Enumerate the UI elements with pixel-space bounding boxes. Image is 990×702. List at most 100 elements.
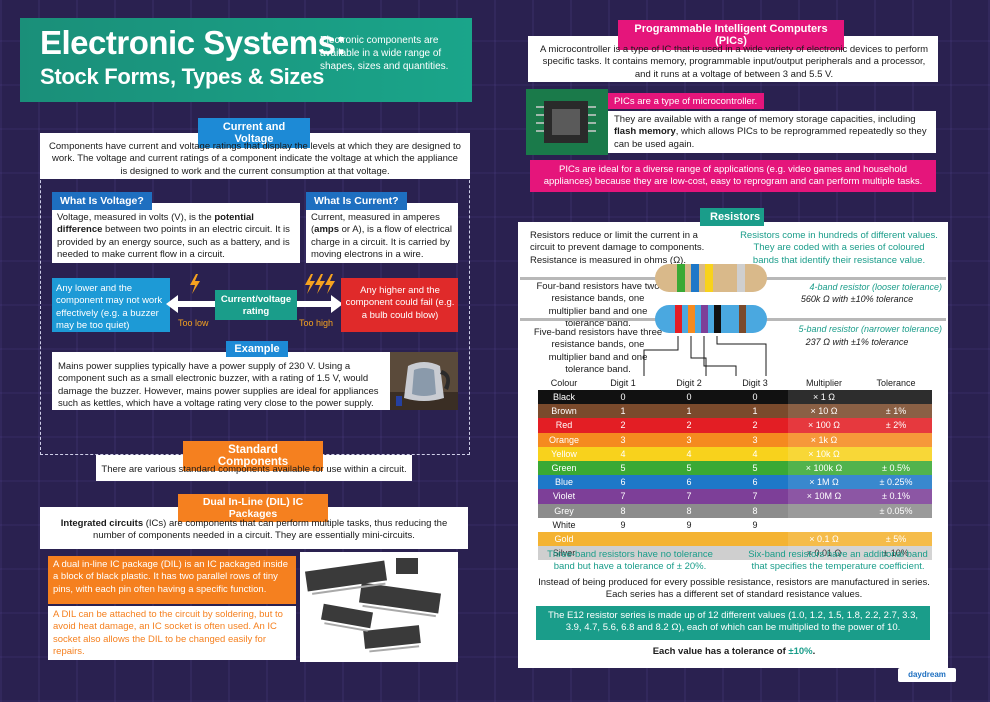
voltage-panel: [52, 203, 300, 263]
standard-components-tag: Standard Components: [183, 441, 323, 471]
table-row: Silver× 0.01 Ω± 10%: [538, 546, 932, 561]
table-cell: ± 2%: [860, 418, 932, 433]
dil-intro: Integrated circuits (ICs) are components…: [50, 518, 458, 543]
kettle-image: [390, 352, 458, 410]
lightning-icon: [190, 274, 200, 294]
table-row: Gold × 0.1 Ω± 5%: [538, 531, 932, 547]
table-cell: 4: [620, 448, 626, 459]
table-cell: 5: [620, 463, 626, 474]
table-cell: 6: [620, 477, 626, 488]
dil-intro-text: (ICs) are components that can perform mu…: [93, 518, 448, 542]
table-cell: 6: [752, 477, 758, 488]
tolerance-bold: ±10%: [788, 646, 813, 657]
current-voltage-tag: Current and Voltage: [198, 118, 310, 148]
current-text-part: or A), is a flow of electrical charge in…: [311, 224, 452, 261]
dil-chips-image: [300, 552, 458, 662]
dil-tag: Dual In-Line (DIL) IC Packages: [178, 494, 328, 522]
table-cell: × 10M Ω: [788, 489, 860, 504]
colour-name-cell: Gold: [554, 533, 574, 544]
table-header: Digit 1: [590, 376, 656, 390]
table-cell: ± 0.1%: [860, 489, 932, 504]
table-cell: 1: [620, 406, 626, 417]
table-cell: [860, 446, 932, 461]
r4-label: 4-band resistor (looser tolerance): [809, 282, 942, 292]
colour-name-cell: Red: [555, 420, 573, 431]
table-cell: 7: [752, 491, 758, 502]
table-header: Multiplier: [788, 376, 860, 390]
left-arrow-icon: [166, 295, 216, 313]
voltage-text-part: between two points in an electric circui…: [57, 224, 290, 261]
table-cell: 4: [752, 448, 758, 459]
colour-name-cell: Black: [552, 392, 575, 403]
brand-logo: daydream: [898, 668, 956, 682]
table-cell: ± 1%: [860, 404, 932, 419]
pics-memory-panel: [608, 111, 936, 153]
table-cell: 9: [620, 519, 626, 530]
voltage-heading: What Is Voltage?: [52, 192, 152, 210]
table-cell: 0: [620, 392, 626, 403]
current-text-bold: amps: [314, 224, 339, 236]
pics-pink-1-text: PICs are a type of microcontroller.: [614, 96, 758, 107]
page-subtitle: Stock Forms, Types & Sizes: [40, 64, 325, 89]
colour-name-cell: Green: [551, 463, 577, 474]
table-header: Digit 3: [722, 376, 788, 390]
table-cell: 0: [752, 392, 758, 403]
tolerance-part: Each value has a tolerance of: [652, 646, 789, 657]
dil-box-1-text: A dual in-line IC package (DIL) is an IC…: [53, 559, 288, 595]
standard-text: There are various standard components av…: [101, 464, 407, 475]
colour-name-cell: Violet: [552, 491, 576, 502]
table-cell: ± 0.5%: [860, 460, 932, 476]
colour-name-cell: Orange: [548, 434, 580, 445]
voltage-text-part: Voltage, measured in volts (V), is the: [57, 212, 215, 223]
table-cell: 8: [752, 505, 758, 516]
table-cell: × 1M Ω: [788, 475, 860, 490]
table-cell: [860, 390, 932, 405]
tolerance-part: .: [812, 646, 816, 657]
table-cell: × 1k Ω: [788, 432, 860, 447]
colour-name-cell: Brown: [551, 406, 577, 417]
table-cell: 7: [620, 491, 626, 502]
colour-name-cell: Grey: [554, 505, 574, 516]
resistors-tag: Resistors: [700, 208, 764, 226]
resistor-4-band: [655, 264, 767, 292]
table-cell: 5: [686, 463, 692, 474]
r5-label: 5-band resistor (narrower tolerance): [798, 324, 942, 334]
title-description: Electronic components are available in a…: [320, 35, 449, 72]
table-cell: × 100k Ω: [788, 460, 860, 476]
dil-box-2: [48, 606, 296, 660]
table-cell: 8: [620, 505, 626, 516]
table-cell: 3: [686, 434, 692, 445]
table-cell: × 10 Ω: [788, 404, 860, 419]
three-band-text: Three-band resistors have no tolerance b…: [547, 549, 713, 573]
r4-value: 560k Ω with ±10% tolerance: [800, 294, 914, 304]
table-cell: 1: [752, 406, 758, 417]
table-cell: [788, 503, 860, 518]
table-cell: 7: [686, 491, 692, 502]
rating-text: Current/voltage rating: [220, 294, 292, 317]
four-band-text: Four-band resistors have two resistance …: [536, 281, 660, 330]
pics-memory-text: They are available with a range of memor…: [614, 114, 930, 151]
table-header: Colour: [538, 376, 590, 390]
current-text-part: Current, measured in amperes (: [311, 212, 440, 236]
table-cell: ± 5%: [860, 531, 932, 547]
current-heading: What Is Current?: [306, 192, 407, 210]
table-cell: [860, 517, 932, 532]
pics-memory-part: , which allows PICs to be reprogrammed r…: [614, 126, 927, 150]
current-panel: [306, 203, 458, 263]
table-cell: 4: [686, 448, 692, 459]
too-high-text: Any higher and the component could fail …: [345, 285, 455, 321]
resistors-panel: [518, 222, 948, 668]
table-cell: 2: [686, 420, 692, 431]
table-cell: 1: [686, 406, 692, 417]
table-cell: 2: [752, 420, 758, 431]
table-header-row: Colour Digit 1 Digit 2 Digit 3 Multiplie…: [538, 376, 932, 390]
too-low-panel: [52, 278, 170, 332]
colour-name-cell: White: [552, 519, 576, 530]
table-cell: × 0.1 Ω: [788, 531, 860, 547]
title-banner: [20, 18, 472, 102]
table-cell: 3: [620, 434, 626, 445]
